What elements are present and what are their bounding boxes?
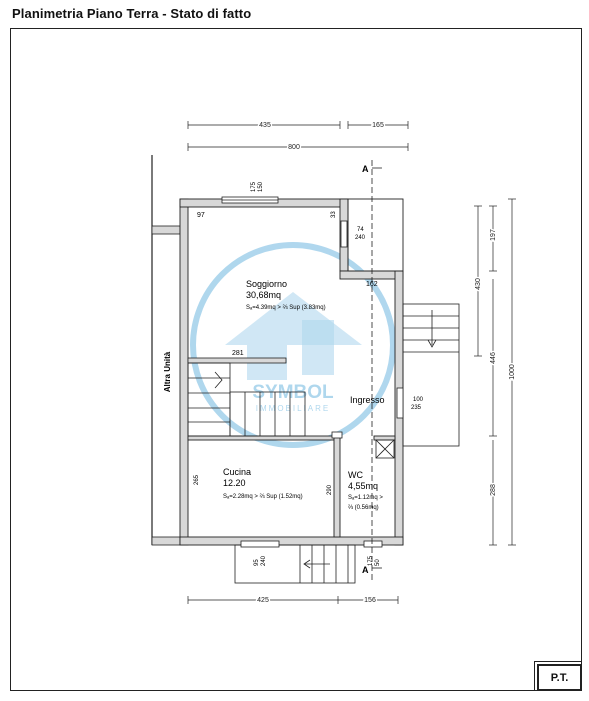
cucina-area: 12.20 xyxy=(223,478,246,488)
section-mark-bottom: A xyxy=(362,565,369,575)
dim-door-100: 100 xyxy=(413,397,424,403)
soggiorno-note: Sₐ=4.39mq > ⅔ Sup (3.83mq) xyxy=(246,305,326,311)
ingresso-name: Ingresso xyxy=(350,395,385,405)
dim-win-240: 240 xyxy=(355,235,366,241)
external-stairs-bottom xyxy=(234,544,356,584)
openings xyxy=(221,196,404,548)
dim-bwin-240: 240 xyxy=(261,555,267,566)
dim-bottom-425: 425 xyxy=(257,597,269,604)
dim-win-175: 175 xyxy=(251,181,257,192)
top-dimensions xyxy=(187,121,409,151)
dim-bwin-175: 175 xyxy=(368,555,374,566)
external-stairs-right xyxy=(402,303,460,447)
interior-stairs xyxy=(187,357,306,437)
altra-unita-label: Altra Unità xyxy=(163,351,172,392)
balcony xyxy=(347,198,404,272)
dim-right-446: 446 xyxy=(490,352,497,364)
section-mark-top: A xyxy=(362,164,369,174)
dim-281: 281 xyxy=(232,350,244,357)
dim-265: 265 xyxy=(194,474,200,485)
wc-name: WC xyxy=(348,470,363,480)
dim-right-430: 430 xyxy=(475,278,482,290)
bottom-dimensions xyxy=(187,596,399,604)
dim-right-197: 197 xyxy=(490,229,497,241)
scale-tag-frame xyxy=(534,661,582,691)
cucina-name: Cucina xyxy=(223,467,251,477)
page-title: Planimetria Piano Terra - Stato di fatto xyxy=(12,6,252,21)
dim-97: 97 xyxy=(197,212,205,219)
dim-bottom-156: 156 xyxy=(364,597,376,604)
dim-right-1000: 1000 xyxy=(509,364,516,380)
dim-top-800: 800 xyxy=(288,144,300,151)
dim-top-165: 165 xyxy=(372,122,384,129)
dim-door-235: 235 xyxy=(411,405,422,411)
dim-290: 290 xyxy=(327,484,333,495)
adjacent-unit: Altra Unità xyxy=(151,155,181,546)
right-dimensions xyxy=(474,198,516,546)
wc-area: 4,55mq xyxy=(348,481,378,491)
dim-right-288: 288 xyxy=(490,484,497,496)
dim-top-435: 435 xyxy=(259,122,271,129)
wc-note-2: ⅔ (0.56mq) xyxy=(348,505,379,511)
dim-bwin-50: 50 xyxy=(375,559,381,566)
dim-162: 162 xyxy=(366,281,378,288)
drawing-frame xyxy=(10,28,582,691)
soggiorno-name: Soggiorno xyxy=(246,279,287,289)
scale-tag: P.T. xyxy=(537,664,582,691)
section-marks xyxy=(371,160,382,580)
dim-33: 33 xyxy=(331,211,337,218)
soggiorno-area: 30,68mq xyxy=(246,290,281,300)
wc-note-1: Sₐ=1.12mq > xyxy=(348,495,383,501)
watermark-brand: SYMBOL xyxy=(252,382,334,403)
dim-bwin-95: 95 xyxy=(254,559,260,566)
watermark-sub: IMMOBILIARE xyxy=(256,404,330,413)
dim-win-150: 150 xyxy=(258,181,264,192)
cucina-note: Sₐ=2.28mq > ⅔ Sup (1.52mq) xyxy=(223,494,303,500)
dim-win-74: 74 xyxy=(357,227,364,233)
